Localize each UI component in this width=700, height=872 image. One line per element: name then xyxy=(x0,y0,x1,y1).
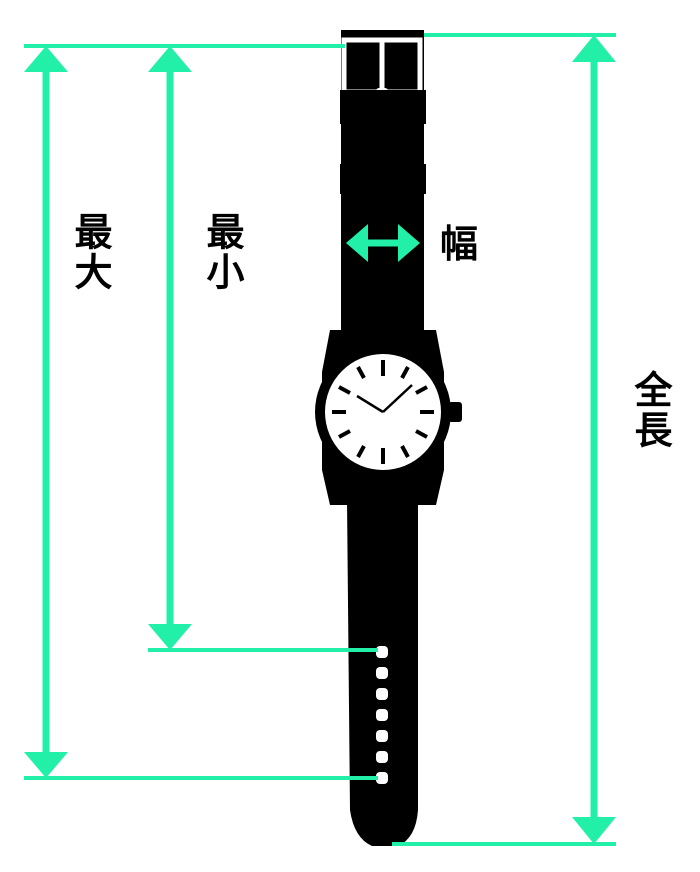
width-label: 幅 xyxy=(440,222,479,266)
hour-markers xyxy=(332,360,434,464)
strap-loop xyxy=(340,90,426,124)
minute-hand xyxy=(382,384,413,413)
strap-loop-2 xyxy=(340,164,426,194)
min-arrow xyxy=(148,46,192,650)
total-length-arrow xyxy=(572,35,616,844)
dimension-lines xyxy=(24,33,616,846)
max-label: 最大 xyxy=(68,212,112,292)
min-label: 最小 xyxy=(200,212,244,292)
strap-holes xyxy=(376,646,388,784)
watch-face xyxy=(315,344,462,480)
max-arrow xyxy=(24,46,68,778)
crown xyxy=(448,402,462,422)
watch-strap xyxy=(315,30,462,846)
hour-hand xyxy=(356,394,384,414)
width-arrow xyxy=(346,224,420,262)
total-length-label: 全長 xyxy=(628,370,672,450)
